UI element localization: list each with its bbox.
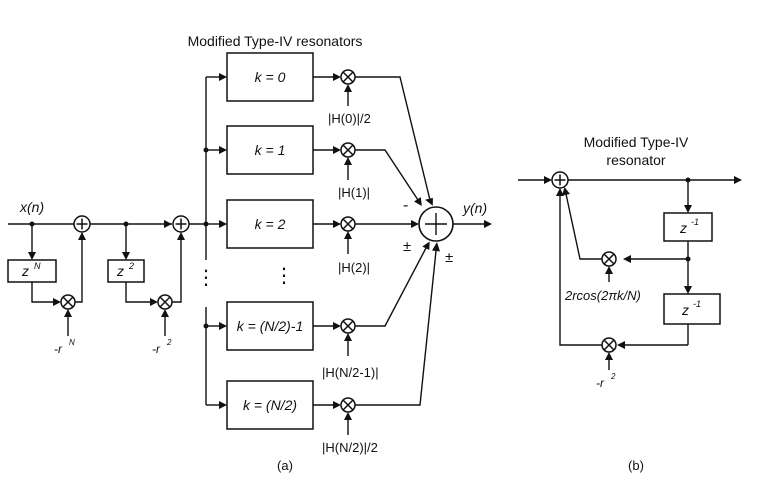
input-label: x(n) [19, 199, 44, 215]
diagram-a: Modified Type-IV resonators x(n) z N -r … [7, 33, 492, 473]
resonator-adder [551, 171, 569, 189]
resonator-label-kn2: k = (N/2) [243, 397, 297, 413]
coef-rn-label: -r [54, 342, 63, 356]
resonator-box-kn2 [226, 380, 314, 430]
resonator-box-kn2m1 [226, 301, 314, 351]
diagram-b-title-2: resonator [606, 152, 665, 168]
coef-rn-exp: N [69, 338, 75, 347]
adder-comb-2 [172, 215, 190, 233]
coef-r2-exp: 2 [166, 338, 172, 347]
multiplier-r2-b [601, 337, 617, 353]
caption-b: (b) [628, 458, 644, 473]
coef-cos-label: 2rcos(2πk/N) [564, 288, 641, 303]
bus-ellipsis: ⋮ [196, 267, 216, 289]
caption-a: (a) [277, 458, 293, 473]
delay-2-label: z [681, 302, 689, 318]
multiplier-r2 [157, 294, 173, 310]
delay-zn-box [7, 259, 57, 283]
delay-z2-label: z [116, 263, 124, 279]
gain-label-k0: |H(0)|/2 [328, 111, 371, 126]
gain-label-kn2m1: |H(N/2-1)| [322, 365, 379, 380]
diagram-a-title: Modified Type-IV resonators [188, 33, 363, 49]
gain-label-k2: |H(2)| [338, 260, 370, 275]
sign-pm-2: ± [445, 249, 453, 266]
delay-1-box [663, 212, 713, 242]
coef-r2-label: -r [152, 342, 161, 356]
gain-multiplier-k0 [340, 69, 356, 85]
delay-zn-exp: N [34, 261, 41, 271]
delay-1-label: z [679, 220, 687, 236]
resonator-box-k2 [226, 199, 314, 249]
sign-pm-1: ± [403, 238, 411, 255]
gain-multiplier-k1 [340, 142, 356, 158]
coef-r2-b-label: -r [596, 376, 605, 390]
delay-2-box [663, 293, 721, 325]
delay-1-exp: -1 [691, 217, 699, 227]
delay-2-exp: -1 [693, 299, 701, 309]
gain-multiplier-k2 [340, 216, 356, 232]
resonator-label-k1: k = 1 [255, 142, 286, 158]
gain-multiplier-kn2m1 [340, 318, 356, 334]
resonator-label-k0: k = 0 [255, 69, 286, 85]
coef-r2-b-exp: 2 [610, 372, 616, 381]
delay-z2-box [107, 259, 145, 283]
sign-minus: - [403, 197, 408, 214]
resonator-label-k2: k = 2 [255, 216, 286, 232]
multiplier-rn [60, 294, 76, 310]
gain-label-k1: |H(1)| [338, 185, 370, 200]
resonator-ellipsis: ⋮ [274, 265, 294, 287]
gain-multiplier-kn2 [340, 397, 356, 413]
diagram-b-title-1: Modified Type-IV [584, 134, 689, 150]
gain-label-kn2: |H(N/2)|/2 [322, 440, 378, 455]
resonator-box-k0 [226, 52, 314, 102]
diagram-b: Modified Type-IV resonator z -1 2rcos(2π… [518, 134, 742, 473]
output-label: y(n) [462, 200, 487, 216]
multiplier-cos [601, 251, 617, 267]
adder-comb-1 [73, 215, 91, 233]
delay-z2-exp: 2 [128, 261, 134, 271]
resonator-box-k1 [226, 125, 314, 175]
resonator-label-kn2m1: k = (N/2)-1 [237, 318, 304, 334]
delay-zn-label: z [21, 263, 29, 279]
